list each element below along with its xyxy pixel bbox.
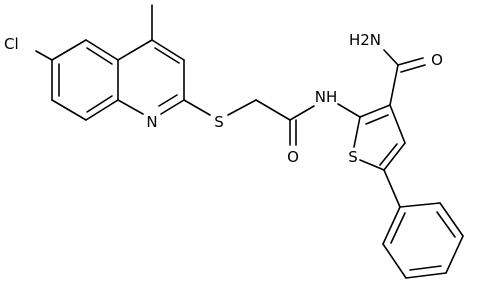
bond-ph3-ph4 [445,235,464,274]
bond-nh-thc2 [337,103,361,118]
bond-thc3-thc4 [389,104,406,144]
bond-thc2-thc3-inner [365,114,389,125]
bond-ph2-ph3 [439,202,464,237]
bonds [35,4,464,279]
bond-ph5-ph6 [382,243,407,279]
bond-camide-o-second [400,64,426,73]
bond-c4-c3 [151,39,185,61]
bond-ph6-ph1-inner [390,212,406,244]
bond-c8-c8a [85,99,119,121]
bond-c6-cl [35,50,53,61]
bond-thc4-thc5 [383,142,406,171]
bond-ph1-ph2 [399,202,441,208]
bond-ph4-ph5 [405,272,447,279]
bond-ph4-ph5-inner [409,265,442,271]
bond-c4a-c4 [117,39,153,61]
chlorine-atom-label: Cl [4,35,19,53]
bond-c7-c8 [51,99,87,121]
bond-c5-c6 [51,39,87,61]
ring-nitrogen-atom-label: N [146,113,157,131]
atom-labels: Cl N S NH O S H2N O [4,31,443,166]
bond-s-ch2 [227,99,257,116]
bond-thc5-phenyl [383,169,401,208]
bond-c4-c3-inner [154,47,180,64]
carboxamide-oxygen-atom-label: O [431,51,443,69]
amide-oxygen-atom-label: O [287,148,299,166]
bond-co-nh [289,105,315,121]
carboxamide-nitrogen-atom-label: H2N [349,31,381,49]
bond-thc3-camide [389,64,399,106]
bond-c8-c8a-inner [86,95,113,113]
bond-thc5-s [359,159,385,171]
bond-c4a-c5 [85,39,119,61]
amide-nitrogen-atom-label: NH [315,88,338,106]
bond-ph2-ph3-inner [436,211,456,238]
bond-c4a-c5-inner [86,47,113,65]
bond-c2-n1-inner [158,94,178,107]
thioether-sulfur-atom-label: S [214,113,224,131]
bond-ph6-ph1 [382,206,401,245]
bond-c2-n1 [160,99,185,115]
bond-c2-s [183,99,211,116]
bond-s-thc2 [353,116,361,148]
bond-thc4-thc5-inner [379,143,398,166]
thiophene-sulfur-atom-label: S [348,148,358,166]
bond-ch2-co [255,99,291,121]
bond-camide-n [383,49,399,66]
bond-thc2-thc3 [359,104,391,118]
bond-camide-o [397,57,424,66]
bond-n1-c8a [117,99,144,115]
